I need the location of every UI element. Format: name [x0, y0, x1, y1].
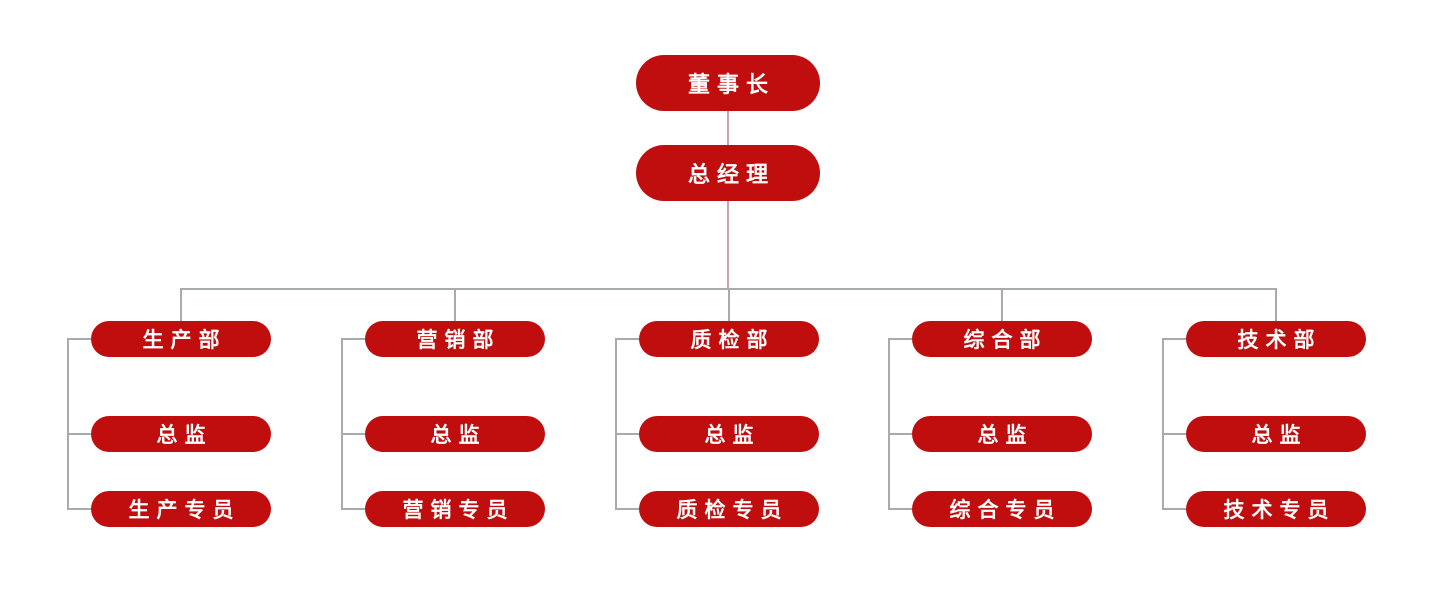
org-column-marketing: 营销部 总监 营销专员: [341, 0, 545, 614]
connector-drop: [454, 288, 456, 321]
connector-stub: [888, 338, 912, 340]
node-director: 总监: [365, 416, 545, 452]
node-specialist: 技术专员: [1186, 491, 1366, 527]
node-specialist: 营销专员: [365, 491, 545, 527]
connector-gm-trunk: [727, 201, 729, 289]
org-column-technology: 技术部 总监 技术专员: [1162, 0, 1366, 614]
node-department: 质检部: [639, 321, 819, 357]
connector-stub: [341, 433, 365, 435]
connector-stub: [341, 508, 365, 510]
node-department: 技术部: [1186, 321, 1366, 357]
node-department: 生产部: [91, 321, 271, 357]
node-general-manager: 总经理: [636, 145, 820, 201]
connector-chairman-gm: [727, 111, 729, 145]
connector-drop: [180, 288, 182, 321]
node-director: 总监: [1186, 416, 1366, 452]
connector-stub: [1162, 338, 1186, 340]
node-department: 营销部: [365, 321, 545, 357]
connector-stub: [67, 338, 91, 340]
connector-stub: [615, 508, 639, 510]
connector-stub: [888, 433, 912, 435]
connector-drop: [1001, 288, 1003, 321]
node-specialist: 生产专员: [91, 491, 271, 527]
org-column-production: 生产部 总监 生产专员: [67, 0, 271, 614]
connector-stub: [1162, 433, 1186, 435]
connector-stub: [888, 508, 912, 510]
node-director: 总监: [912, 416, 1092, 452]
node-specialist: 综合专员: [912, 491, 1092, 527]
connector-stub: [67, 433, 91, 435]
node-department: 综合部: [912, 321, 1092, 357]
node-director: 总监: [639, 416, 819, 452]
node-director: 总监: [91, 416, 271, 452]
connector-stub: [615, 338, 639, 340]
connector-drop: [1275, 288, 1277, 321]
connector-bracket: [67, 338, 69, 510]
node-chairman: 董事长: [636, 55, 820, 111]
connector-bracket: [615, 338, 617, 510]
connector-bracket: [1162, 338, 1164, 510]
connector-stub: [615, 433, 639, 435]
connector-drop: [728, 288, 730, 321]
connector-bracket: [888, 338, 890, 510]
org-column-quality: 质检部 总监 质检专员: [615, 0, 819, 614]
connector-stub: [1162, 508, 1186, 510]
org-column-general-affairs: 综合部 总监 综合专员: [888, 0, 1092, 614]
node-specialist: 质检专员: [639, 491, 819, 527]
connector-stub: [67, 508, 91, 510]
connector-stub: [341, 338, 365, 340]
connector-bracket: [341, 338, 343, 510]
